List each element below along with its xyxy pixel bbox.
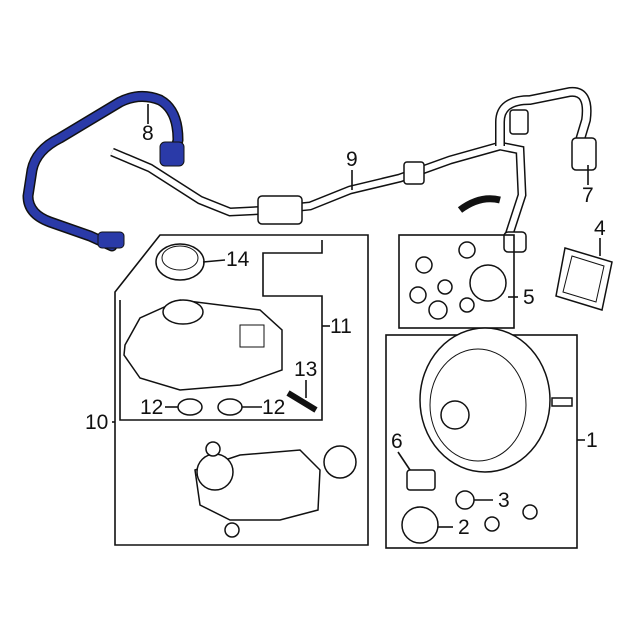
callout-13: 13 [294, 358, 317, 381]
callout-1: 1 [586, 429, 598, 452]
leader-lines [112, 104, 601, 528]
callout-10: 10 [85, 411, 108, 434]
callout-11: 11 [330, 315, 352, 338]
callout-6: 6 [391, 430, 403, 453]
callout-3: 3 [498, 489, 510, 512]
callout-12b: 12 [262, 396, 285, 419]
reservoir-part-11[interactable] [123, 299, 283, 391]
o-ring-part-2[interactable] [401, 506, 439, 544]
callout-14: 14 [226, 248, 250, 271]
grommet-part-12[interactable] [177, 398, 203, 416]
reservoir-cap-part-14[interactable] [155, 243, 205, 281]
seal-part-3[interactable] [455, 490, 475, 510]
vacuum-line-part-9[interactable] [110, 86, 592, 253]
callout-2: 2 [458, 516, 470, 539]
master-cylinder[interactable] [194, 441, 357, 538]
callout-8: 8 [142, 122, 154, 145]
callout-12a: 12 [140, 396, 163, 419]
assembly-box-11 [119, 240, 323, 421]
grommet-part-12[interactable] [217, 398, 243, 416]
seal-kit-part-5[interactable] [409, 241, 507, 320]
connector-part-7[interactable] [571, 137, 597, 171]
callout-9: 9 [346, 148, 358, 171]
sensor-part-6[interactable] [406, 469, 436, 491]
callout-5: 5 [523, 286, 535, 309]
callout-7: 7 [582, 184, 594, 207]
callout-4: 4 [594, 217, 606, 240]
vacuum-hose-part-8[interactable] [22, 91, 185, 252]
assembly-box-5 [398, 234, 515, 329]
gasket-part-4[interactable] [555, 247, 613, 311]
assembly-box-10 [114, 234, 369, 546]
brake-booster-part-1[interactable] [419, 327, 573, 473]
